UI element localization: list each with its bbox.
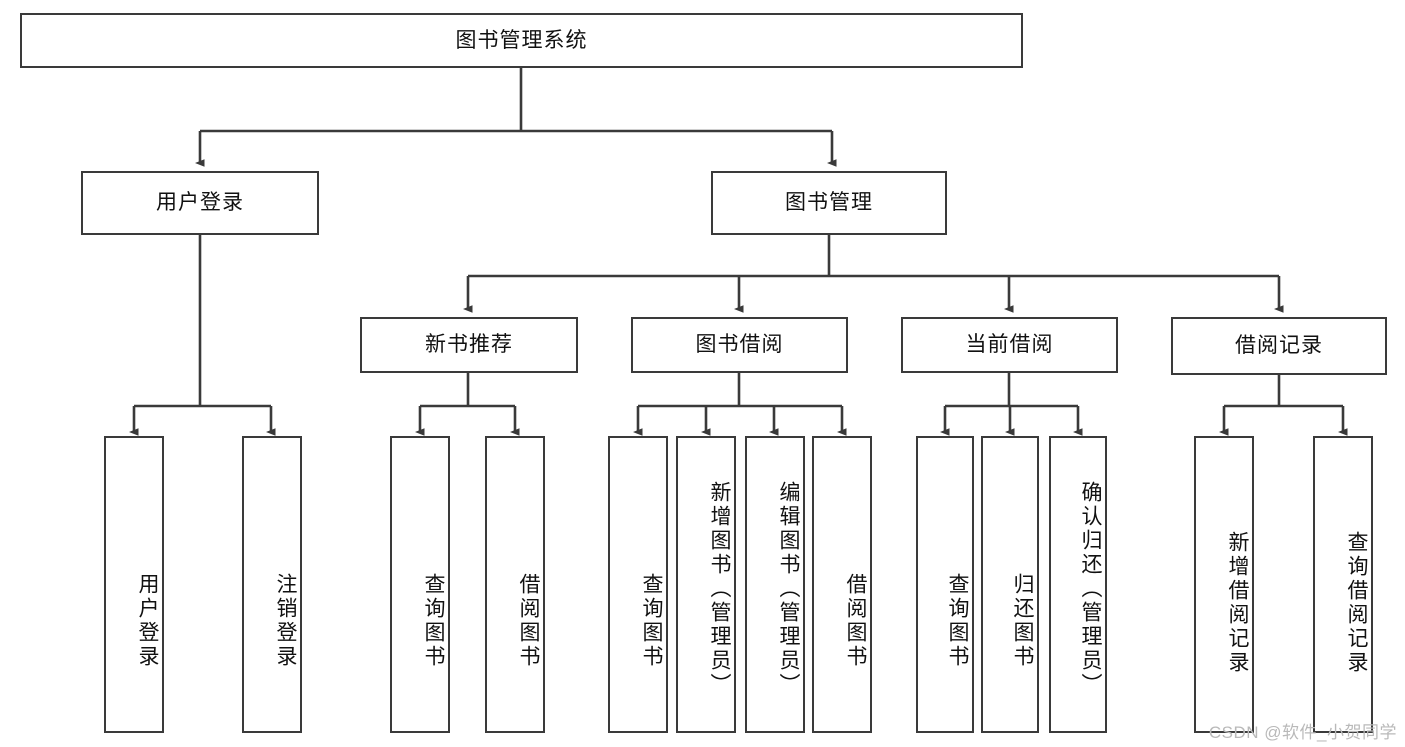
node-label: 用户登录 <box>136 572 159 669</box>
node-label: 图书管理系统 <box>455 28 588 52</box>
node-label: 借阅记录 <box>1235 334 1323 358</box>
node-user-login[interactable]: 用户登录 <box>81 171 319 235</box>
csdn-watermark: CSDN @软件_小贺同学 <box>1208 723 1397 742</box>
leaf-book-borrow-query-book[interactable]: 查询图书 <box>608 436 668 733</box>
leaf-book-borrow-add-book-admin[interactable]: 新增图书（管理员） <box>676 436 736 733</box>
node-label: 当前借阅 <box>965 333 1054 357</box>
node-label: 新增图书（管理员） <box>708 480 731 697</box>
node-borrow-records[interactable]: 借阅记录 <box>1171 317 1387 375</box>
node-label: 查询图书 <box>640 572 663 669</box>
node-label: 确认归还（管理员） <box>1079 480 1102 697</box>
node-label: 查询图书 <box>422 572 445 669</box>
leaf-current-borrow-return-book[interactable]: 归还图书 <box>981 436 1039 733</box>
node-book-management[interactable]: 图书管理 <box>711 171 947 235</box>
node-label: 查询借阅记录 <box>1345 530 1368 675</box>
leaf-book-borrow-borrow-book[interactable]: 借阅图书 <box>812 436 872 733</box>
leaf-current-borrow-confirm-return-admin[interactable]: 确认归还（管理员） <box>1049 436 1107 733</box>
node-label: 借阅图书 <box>517 572 540 669</box>
node-book-borrow[interactable]: 图书借阅 <box>631 317 848 373</box>
leaf-user-login-login[interactable]: 用户登录 <box>104 436 164 733</box>
node-new-book-recommend[interactable]: 新书推荐 <box>360 317 578 373</box>
node-label: 图书管理 <box>785 191 873 215</box>
leaf-new-book-query-book[interactable]: 查询图书 <box>390 436 450 733</box>
leaf-current-borrow-query-book[interactable]: 查询图书 <box>916 436 974 733</box>
node-current-borrow[interactable]: 当前借阅 <box>901 317 1118 373</box>
node-label: 借阅图书 <box>844 572 867 669</box>
leaf-new-book-borrow-book[interactable]: 借阅图书 <box>485 436 545 733</box>
leaf-book-borrow-edit-book-admin[interactable]: 编辑图书（管理员） <box>745 436 805 733</box>
node-label: 新书推荐 <box>425 333 513 357</box>
node-label: 注销登录 <box>274 572 297 669</box>
leaf-user-login-logout[interactable]: 注销登录 <box>242 436 302 733</box>
node-label: 用户登录 <box>156 191 244 215</box>
leaf-borrow-records-query-record[interactable]: 查询借阅记录 <box>1313 436 1373 733</box>
node-label: 新增借阅记录 <box>1226 530 1249 675</box>
node-label: 查询图书 <box>946 572 969 669</box>
node-label: 归还图书 <box>1011 572 1034 669</box>
leaf-borrow-records-add-record[interactable]: 新增借阅记录 <box>1194 436 1254 733</box>
node-label: 编辑图书（管理员） <box>777 480 800 697</box>
node-label: 图书借阅 <box>695 333 784 357</box>
node-root-book-management-system[interactable]: 图书管理系统 <box>20 13 1023 68</box>
